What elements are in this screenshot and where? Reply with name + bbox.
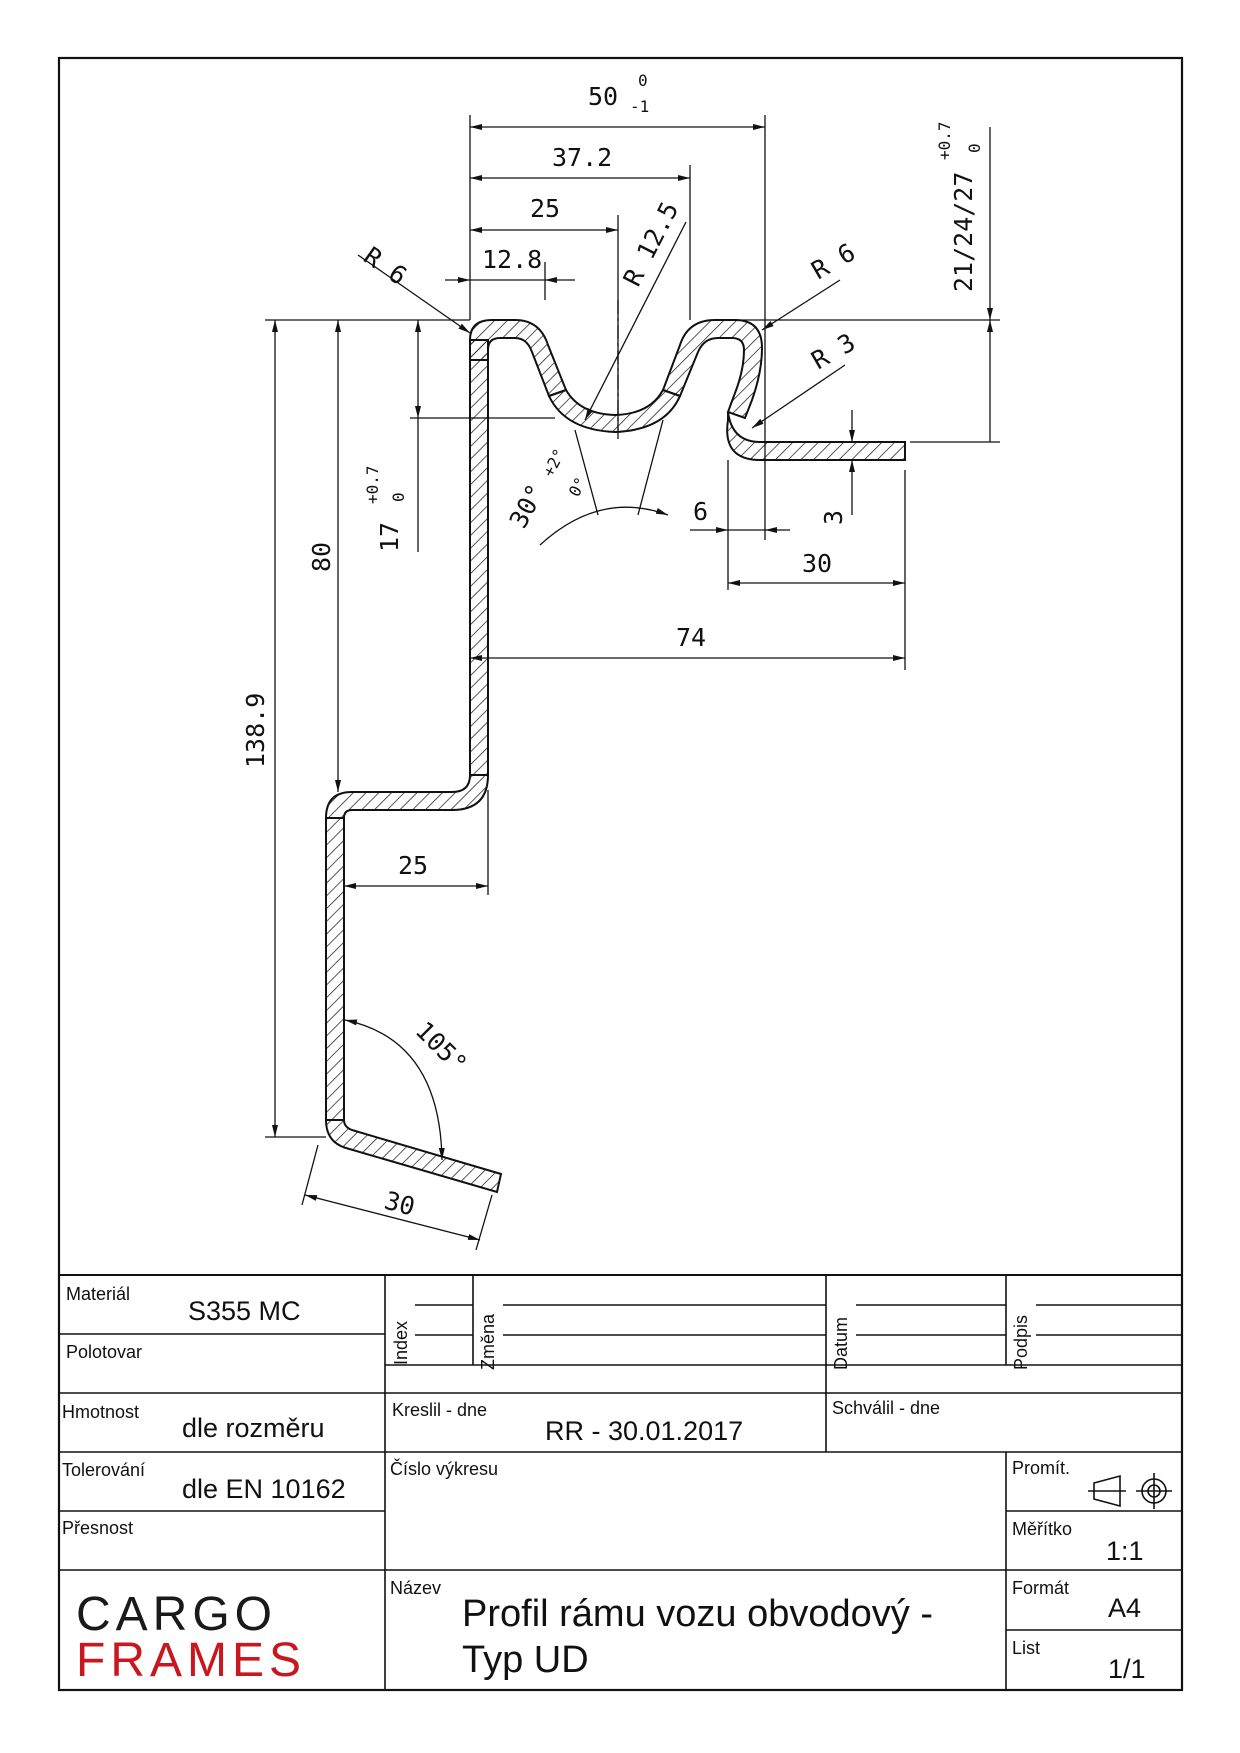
title-block-text: Materiál S355 MC Polotovar Hmotnost dle … — [62, 1284, 1172, 1687]
accuracy-label: Přesnost — [62, 1518, 133, 1538]
scale-value: 1:1 — [1106, 1536, 1144, 1566]
dim-overall-width-tol-upper: 0 — [638, 71, 648, 90]
dim-height-options: 21/24/27 — [949, 172, 978, 292]
weight-value: dle rozměru — [182, 1413, 325, 1443]
dim-width-12: 12.8 — [482, 245, 542, 274]
dim-depth-17-tol-upper: +0.7 — [363, 465, 382, 504]
dim-overall-width-tol-lower: -1 — [630, 97, 649, 116]
dim-height-80: 80 — [307, 542, 336, 572]
drawn-label: Kreslil - dne — [392, 1400, 487, 1420]
profile-bend-middle — [324, 774, 490, 819]
dim-angle-30: 30° — [504, 479, 551, 532]
date-label: Datum — [831, 1317, 851, 1370]
signature-label: Podpis — [1011, 1315, 1031, 1370]
dim-offset-25: 25 — [398, 851, 428, 880]
tolerance-label: Tolerování — [62, 1460, 145, 1480]
material-label: Materiál — [66, 1284, 130, 1304]
tolerance-value: dle EN 10162 — [182, 1474, 346, 1504]
drawing-name-line1: Profil rámu vozu obvodový - — [462, 1593, 933, 1635]
profile-leg-bottom — [324, 1119, 503, 1194]
profile-bend-top-right — [661, 319, 764, 420]
scale-label: Měřítko — [1012, 1519, 1072, 1539]
title-block — [59, 1274, 1182, 1690]
dimension-lines — [265, 115, 1000, 1251]
dim-radius-small: R 3 — [807, 328, 861, 376]
dim-width-25-top: 25 — [530, 194, 560, 223]
projection-label: Promít. — [1012, 1458, 1070, 1478]
dim-radius-right: R 6 — [807, 238, 861, 286]
weight-label: Hmotnost — [62, 1402, 139, 1422]
logo-line1: CARGO — [76, 1588, 277, 1641]
logo-line2: FRAMES — [76, 1634, 306, 1687]
sheet-border — [57, 56, 1184, 1692]
profile-bend-top-left — [469, 319, 568, 398]
drawing-name-line2: Typ UD — [462, 1639, 589, 1681]
change-label: Změna — [478, 1313, 498, 1370]
index-label: Index — [391, 1321, 411, 1365]
semi-product-label: Polotovar — [66, 1342, 142, 1362]
dim-height-options-tol-upper: +0.7 — [935, 121, 954, 160]
profile-channel-center — [547, 388, 682, 434]
dim-width-37: 37.2 — [552, 143, 612, 172]
sheet-label: List — [1012, 1638, 1040, 1658]
dim-flange-30: 30 — [802, 549, 832, 578]
format-label: Formát — [1012, 1578, 1069, 1598]
dim-thickness-3: 3 — [819, 510, 848, 525]
material-value: S355 MC — [188, 1296, 301, 1326]
format-value: A4 — [1108, 1593, 1141, 1623]
dim-radius-left: R 6 — [359, 241, 413, 291]
approved-label: Schválil - dne — [832, 1398, 940, 1418]
sheet-value: 1/1 — [1108, 1654, 1146, 1684]
company-logo: CARGO FRAMES — [76, 1588, 306, 1687]
dim-overall-width: 50 — [588, 82, 618, 111]
profile-flange-right — [726, 411, 906, 461]
projection-symbol-icon — [1088, 1473, 1172, 1509]
profile-wall-lower — [325, 817, 345, 1121]
dim-height-total: 138.9 — [241, 693, 270, 768]
dim-span-74: 74 — [676, 623, 706, 652]
profile-section — [324, 319, 906, 1194]
name-label: Název — [390, 1578, 441, 1598]
profile-wall-upper — [469, 339, 489, 776]
dim-depth-17-tol-lower: 0 — [389, 492, 408, 502]
dim-height-options-tol-lower: 0 — [965, 143, 984, 153]
dim-angle-30-tol-lower: 0° — [565, 474, 591, 500]
drawing-number-label: Číslo výkresu — [390, 1458, 498, 1479]
dim-angle-30-tol-upper: +2° — [539, 445, 569, 479]
dimension-labels: 50 0 -1 37.2 25 12.8 R 6 R 12.5 R 6 R 3 … — [241, 71, 984, 1222]
dim-depth-17: 17 — [375, 522, 404, 552]
drawn-value: RR - 30.01.2017 — [545, 1416, 743, 1446]
dim-gap-6: 6 — [693, 497, 708, 526]
